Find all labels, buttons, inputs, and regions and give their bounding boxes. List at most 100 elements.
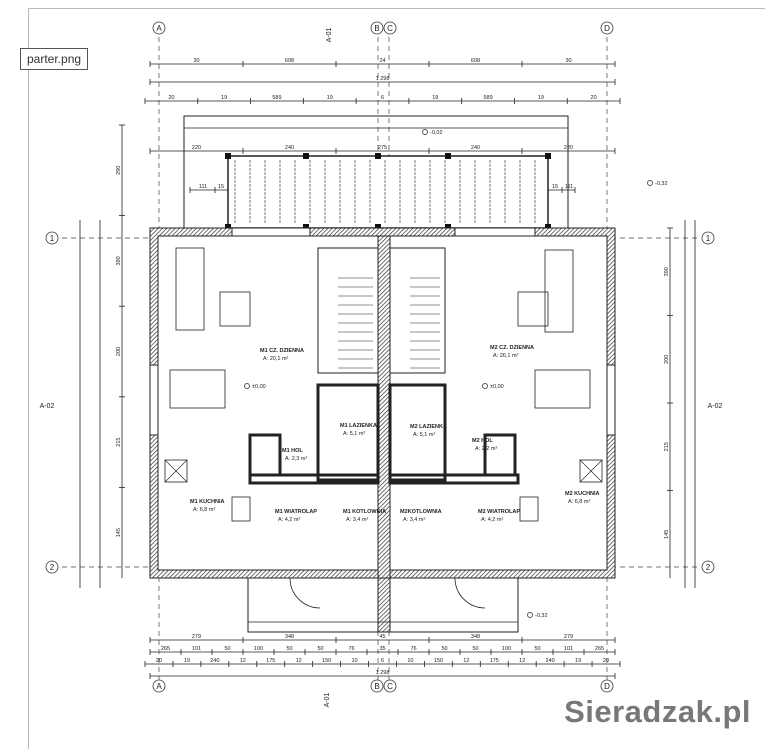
axis-label-B: B [374, 682, 379, 691]
furniture [544, 249, 574, 333]
dim-top3-value: 20 [168, 95, 174, 101]
dim-bottom3-value: 175 [490, 658, 499, 664]
level-value: ±0,00 [490, 384, 504, 390]
pergola-post [445, 224, 451, 230]
dim-bottom4-value: 1 298 [376, 670, 390, 676]
dim-bottom2-value: 265 [595, 646, 604, 652]
room-area: A: 3,4 m² [403, 517, 425, 523]
dim-bottom2-value: 76 [410, 646, 416, 652]
dim-top3-value: 19 [327, 95, 333, 101]
axis-label-2: 2 [706, 563, 711, 572]
dim-bottom2-value: 101 [192, 646, 201, 652]
dim-bottom2-value: 50 [286, 646, 292, 652]
dim-top3-value: 19 [538, 95, 544, 101]
window [454, 227, 536, 237]
dim-left-value: 290 [116, 166, 122, 175]
room-label: M1 KOTLOWNIA [343, 509, 386, 515]
room-area: A: 4,2 m² [278, 517, 300, 523]
furniture [169, 369, 226, 409]
dim-left-value: 390 [116, 256, 122, 265]
axis-bubble [600, 21, 614, 35]
stove-icon [231, 496, 251, 522]
section-mark-a01: A-01 [326, 28, 333, 43]
kitchen-unit-cross [164, 459, 188, 483]
axis-label-D: D [604, 682, 610, 691]
pergola-post [303, 153, 309, 159]
dim-bottom3-value: 150 [322, 658, 331, 664]
dim-bottom2-value: 50 [472, 646, 478, 652]
level-marker-icon [244, 383, 250, 389]
room-area: A: 3,4 m² [346, 517, 368, 523]
axis-label-C: C [387, 682, 393, 691]
section-mark-a02: A-02 [40, 403, 55, 410]
room-label: M2 WIATROLAP [478, 509, 520, 515]
dim-top3-value: 20 [591, 95, 597, 101]
room-area: A: 5,1 m² [413, 432, 435, 438]
dim-top3-value: 19 [432, 95, 438, 101]
dim-bottom3-value: 240 [546, 658, 555, 664]
level-marker-icon [422, 129, 428, 135]
room-label: M1 LAZIENKA [340, 423, 377, 429]
dim-top3-value: 6 [381, 95, 384, 101]
room-area: A: 4,2 m² [481, 517, 503, 523]
pergola-post [225, 153, 231, 159]
filename-tooltip: parter.png [20, 48, 89, 70]
dim-bottom1-value: 279 [192, 634, 201, 640]
dim-bottom3-value: 12 [240, 658, 246, 664]
dim-right-value: 215 [664, 442, 670, 451]
axis-bubble [45, 560, 59, 574]
level-value: ±0,00 [252, 384, 266, 390]
axis-label-D: D [604, 24, 610, 33]
staircase [317, 247, 379, 374]
dim-bottom2-value: 265 [161, 646, 170, 652]
dim-terrace-value: 240 [471, 145, 480, 151]
section-mark-a01: A-01 [324, 693, 331, 708]
room-area: A: 6,8 m² [568, 499, 590, 505]
door-swing [289, 577, 321, 609]
window [149, 364, 159, 436]
partition-wall [316, 383, 380, 482]
dim-bottom2-value: 50 [224, 646, 230, 652]
staircase [389, 247, 446, 374]
dim-top1-value: 30 [193, 58, 199, 64]
furniture [175, 247, 205, 331]
pergola [227, 155, 549, 229]
level-value: -0,32 [535, 613, 548, 619]
door-swing [454, 577, 486, 609]
window [231, 227, 311, 237]
level-marker-icon [647, 180, 653, 186]
pergola-post [375, 224, 381, 230]
room-label: M2 LAZIENKA [410, 424, 447, 430]
furniture [534, 369, 591, 409]
dim-bottom3-value: 19 [184, 658, 190, 664]
dim-bottom3-value: 12 [519, 658, 525, 664]
axis-bubble [370, 679, 384, 693]
axis-bubble [45, 231, 59, 245]
axis-label-A: A [156, 682, 162, 691]
partition-wall [248, 473, 380, 485]
room-label: M1 HOL [282, 448, 303, 454]
dim-terrace-value: 275 [378, 145, 387, 151]
dim-right-value: 145 [664, 530, 670, 539]
axis-label-B: B [374, 24, 379, 33]
dim-right-value: 390 [664, 267, 670, 276]
section-mark-a02: A-02 [708, 403, 723, 410]
room-label: M2 KUCHNIA [565, 491, 600, 497]
dim-bottom3-value: 19 [575, 658, 581, 664]
pergola-post [225, 224, 231, 230]
axis-label-A: A [156, 24, 162, 33]
dim-bottom1-value: 348 [471, 634, 480, 640]
dim-bottom3-value: 10 [407, 658, 413, 664]
level-marker-icon [527, 612, 533, 618]
dim-top3-value: 589 [272, 95, 281, 101]
axis-label-2: 2 [50, 563, 55, 572]
dim-bottom3-value: 240 [210, 658, 219, 664]
dim-bottom3-value: 150 [434, 658, 443, 664]
room-area: A: 2,3 m² [285, 456, 307, 462]
furniture [219, 291, 251, 327]
dim-bottom2-value: 100 [254, 646, 263, 652]
axis-bubble [701, 231, 715, 245]
stove-icon [519, 496, 539, 522]
pergola-post [545, 153, 551, 159]
